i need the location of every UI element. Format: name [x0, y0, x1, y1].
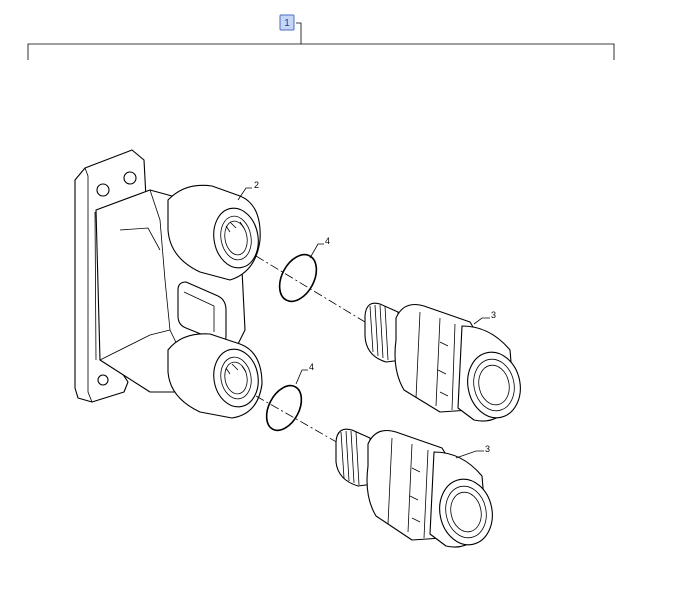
flange-block-part[interactable] — [74, 149, 263, 419]
leader-lines — [237, 187, 490, 459]
callout-3-upper[interactable]: 3 — [491, 310, 496, 320]
coupling-lower-part[interactable] — [335, 428, 498, 549]
assembly-reference-label: 1 — [284, 18, 290, 29]
o-ring-upper-part[interactable] — [272, 248, 324, 307]
callout-4-lower[interactable]: 4 — [309, 362, 314, 372]
o-ring-lower-part[interactable] — [259, 380, 308, 436]
callout-2[interactable]: 2 — [254, 180, 259, 190]
callout-4-upper[interactable]: 4 — [325, 236, 330, 246]
assembly-reference-1[interactable]: 1 — [279, 14, 295, 31]
coupling-upper-part[interactable] — [364, 302, 526, 422]
axis-line-lower — [255, 395, 341, 445]
assembly-bracket — [27, 22, 615, 60]
callout-3-lower[interactable]: 3 — [485, 444, 490, 454]
